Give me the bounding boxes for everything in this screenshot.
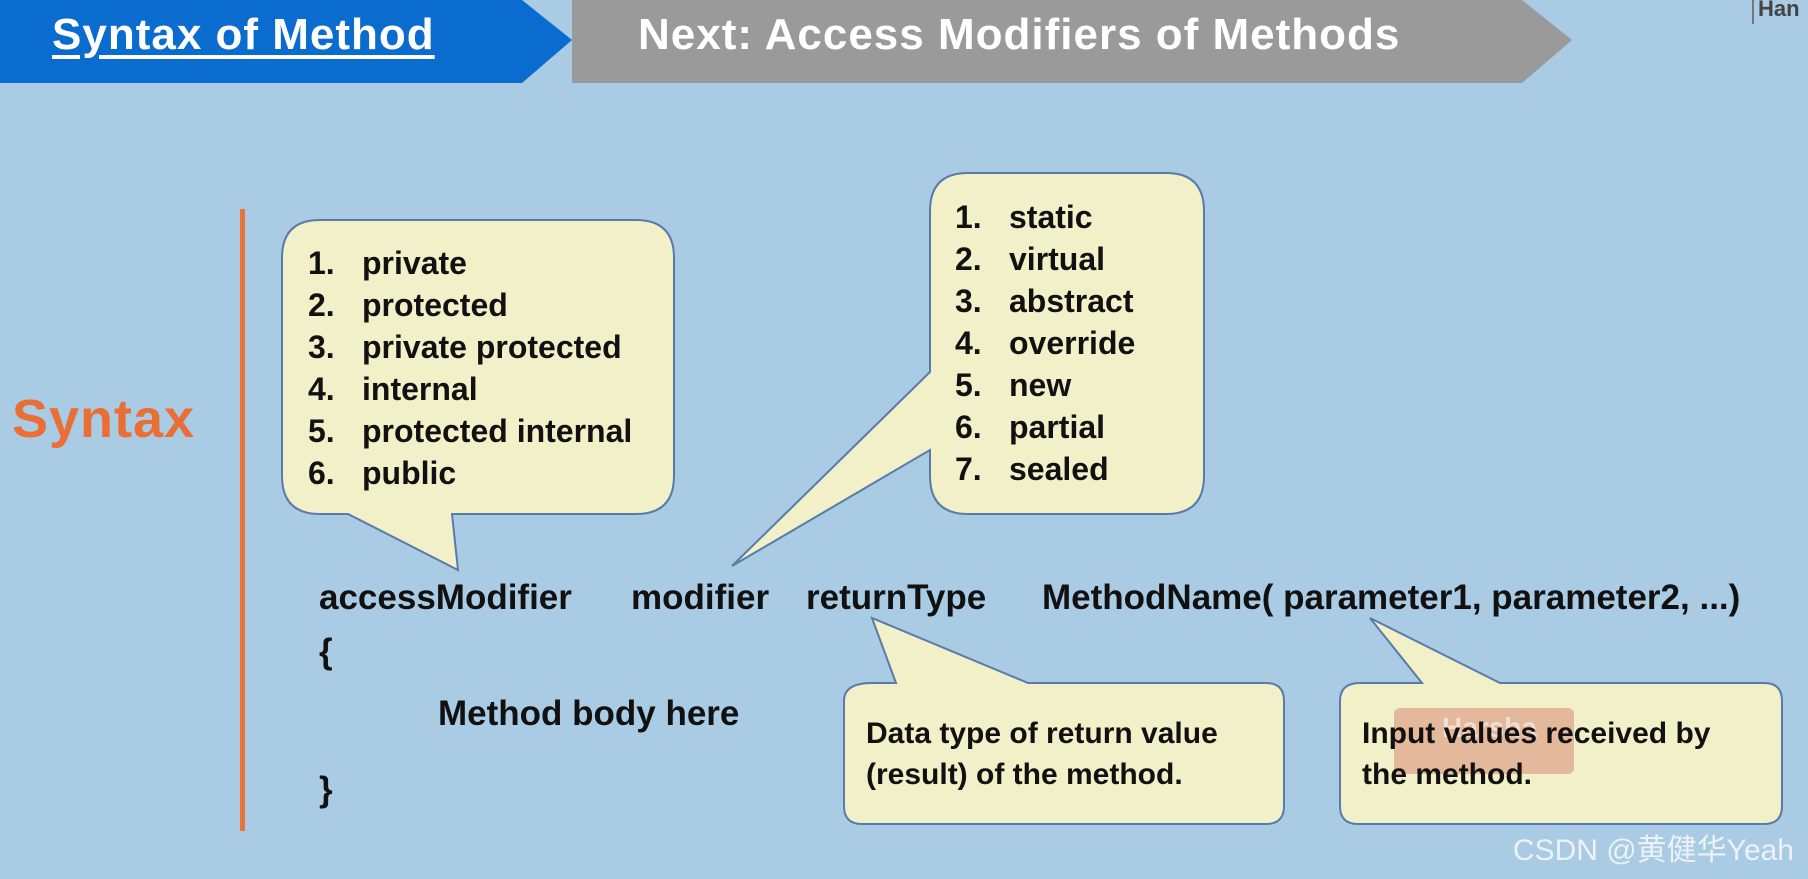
parameters-note-line2: the method. (1362, 758, 1532, 791)
code-modifier: modifier (631, 578, 770, 617)
code-close-brace: } (319, 770, 333, 809)
access-modifier-list: 1.private 2.protected 3.private protecte… (308, 242, 632, 494)
modifier-list: 1.static 2.virtual 3.abstract 4.override… (955, 196, 1135, 490)
list-item: 6.public (308, 455, 457, 491)
corner-divider (1752, 0, 1754, 24)
logo-watermark (1394, 708, 1574, 774)
logo-watermark-text: Harsha (1442, 712, 1537, 743)
code-return-type: returnType (806, 578, 987, 617)
corner-label: Han (1758, 0, 1800, 21)
section-divider (240, 209, 245, 831)
return-type-note-line2: (result) of the method. (866, 758, 1183, 791)
code-method-body: Method body here (438, 694, 740, 733)
parameters-bubble (1339, 617, 1783, 825)
list-item: 7.sealed (955, 451, 1109, 487)
list-item: 2.virtual (955, 241, 1106, 277)
csdn-watermark: CSDN @黄健华Yeah (1512, 834, 1794, 867)
list-item: 4.internal (308, 371, 478, 407)
list-item: 3.private protected (308, 329, 622, 365)
code-open-brace: { (319, 632, 333, 671)
parameters-note-line1: Input values received by (1362, 717, 1711, 750)
tab-active-shape (0, 0, 572, 83)
tab-next-access-modifiers[interactable]: Next: Access Modifiers of Methods (638, 10, 1401, 59)
list-item: 5.new (955, 367, 1072, 403)
code-access-modifier: accessModifier (319, 578, 572, 617)
modifier-bubble (731, 172, 1205, 567)
section-label: Syntax (12, 389, 196, 449)
return-type-note-line1: Data type of return value (866, 717, 1218, 750)
list-item: 1.private (308, 245, 467, 281)
list-item: 2.protected (308, 287, 508, 323)
list-item: 3.abstract (955, 283, 1134, 319)
access-modifier-bubble (281, 219, 675, 572)
list-item: 5.protected internal (308, 413, 633, 449)
tab-next-shape (572, 0, 1572, 83)
list-item: 1.static (955, 199, 1093, 235)
code-method-signature: MethodName( parameter1, parameter2, ...) (1042, 578, 1741, 617)
return-type-bubble (843, 616, 1285, 825)
list-item: 4.override (955, 325, 1136, 361)
tab-syntax-of-method[interactable]: Syntax of Method (52, 10, 435, 59)
list-item: 6.partial (955, 409, 1106, 445)
